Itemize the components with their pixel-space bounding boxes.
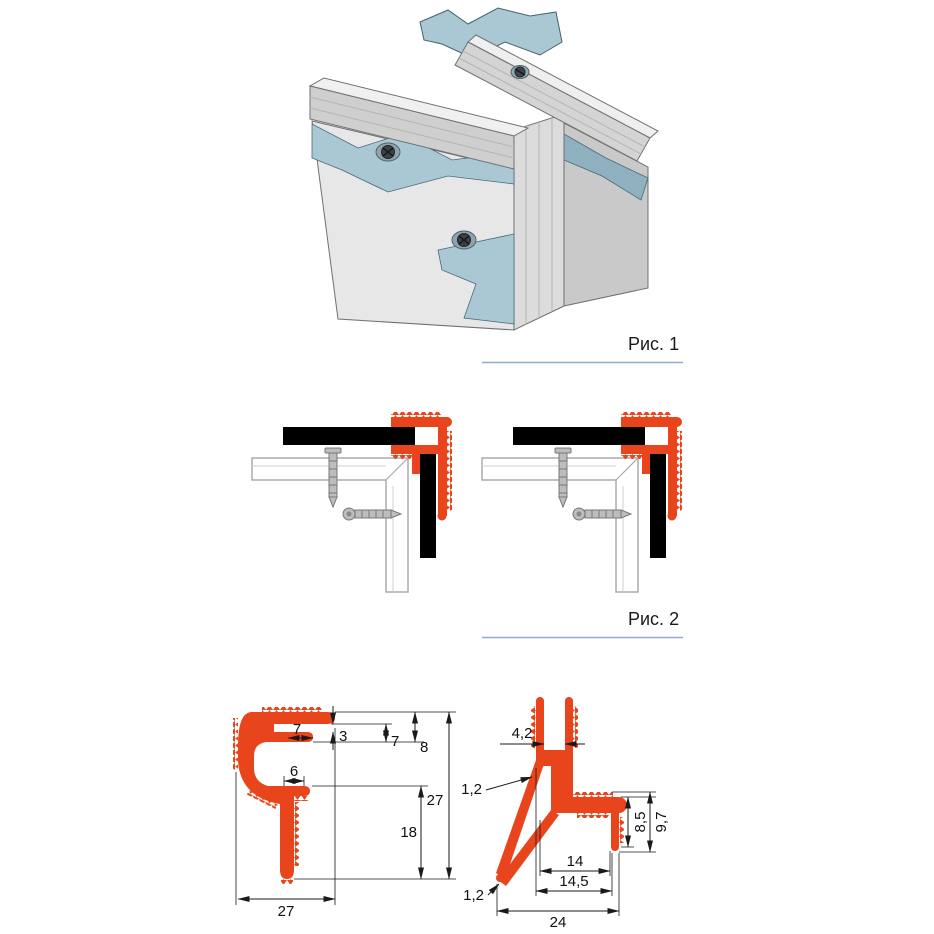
serration-leg [294, 802, 299, 866]
profile-section-left: 7 3 7 8 6 18 27 27 [233, 706, 456, 920]
right-profile-bar-bevels [458, 50, 646, 155]
dim-label-step-height: 8 [420, 739, 428, 756]
dim-label-inner-lip: 6 [290, 763, 298, 780]
dim-label-wall-lower: 1,2 [463, 887, 484, 904]
profile-right-body [496, 697, 627, 886]
dim-label-leg-length: 18 [400, 824, 417, 841]
serration-curve [246, 790, 278, 810]
dim-label-top-width: 7 [293, 721, 301, 738]
serration-left [233, 718, 238, 770]
dim-label-arm-height: 7 [391, 733, 399, 750]
left-face-blue-sheet-top [311, 123, 515, 193]
profile-left-body [238, 712, 335, 879]
screw-icon-left-upper [375, 142, 401, 162]
dim-label-total-height: 27 [427, 792, 444, 809]
dim-label-wall-upper: 1,2 [461, 781, 482, 798]
extension-lines-right [496, 768, 656, 916]
serration-leg-end [281, 879, 293, 884]
assembly-3d-illustration [308, 7, 659, 331]
profile-section-right: 4,2 1,2 8,5 9,7 14 1,2 14,5 24 [461, 697, 670, 931]
serration-lip [294, 796, 308, 801]
dim-label-slot-width: 4,2 [512, 725, 533, 742]
left-profile-bar-bevels [309, 96, 515, 159]
figure1-caption: Рис. 1 [628, 334, 679, 354]
cross-section-diagram-right [481, 411, 683, 593]
blue-sheet-top [419, 7, 563, 59]
dim-label-bottom-mid: 14,5 [559, 873, 588, 890]
dim-label-bottom-inner: 14 [567, 853, 584, 870]
left-face-blue-sheet-bottom [437, 233, 515, 325]
figure2-caption: Рис. 2 [628, 609, 679, 629]
right-profile-bar-front [454, 41, 651, 162]
dim-label-slot-gap: 3 [339, 728, 347, 745]
dim-label-end-outer: 9,7 [653, 812, 670, 833]
dim-label-total-width: 27 [278, 903, 295, 920]
corner-post-bevels [525, 118, 553, 325]
screw-icon-top [510, 65, 530, 79]
cross-section-diagram-left [251, 411, 453, 593]
screw-icon-left-lower [451, 230, 477, 250]
dim-label-bottom-total: 24 [550, 914, 567, 931]
serration-top [262, 707, 322, 712]
dimensions-left: 7 3 7 8 6 18 27 27 [237, 706, 452, 920]
dimensions-right: 4,2 1,2 8,5 9,7 14 1,2 14,5 24 [461, 725, 670, 931]
dim-label-end-inner: 8,5 [632, 812, 649, 833]
